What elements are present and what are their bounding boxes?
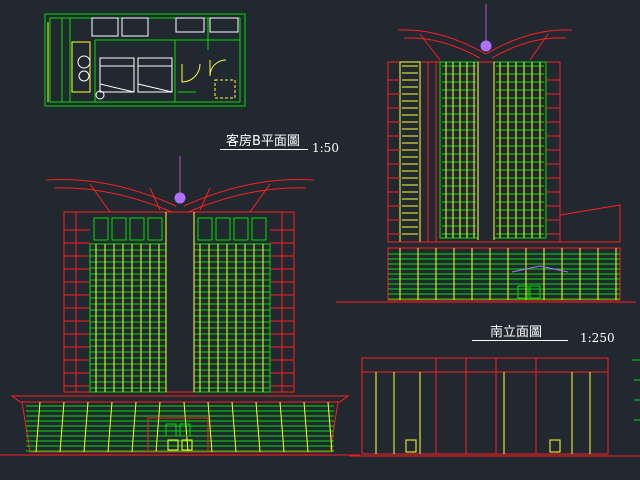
room-plan-scale: 1:50 [312,141,339,155]
door-swing-icon [181,63,201,83]
south-elevation-title: 南立面圖 [490,325,543,340]
south-elevation-scale: 1:250 [580,331,615,345]
south-elevation-title-underline [472,340,568,341]
toilet-icon [77,55,91,69]
room-plan-title-underline [220,149,308,150]
podium-elevation [350,357,640,457]
room-plan-title: 客房B平面圖 [226,134,300,149]
main-elevation [0,156,360,456]
south-elevation-right [336,4,636,303]
bed-icon [99,57,135,93]
room-plan [44,13,246,107]
sink-icon [78,70,90,82]
